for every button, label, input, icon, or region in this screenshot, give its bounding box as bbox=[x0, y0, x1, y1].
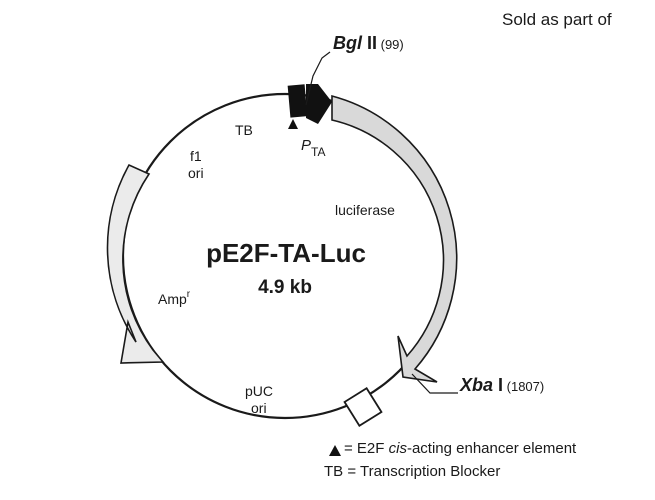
legend-enhancer-rest: -acting enhancer element bbox=[406, 440, 577, 457]
luciferase-label: luciferase bbox=[335, 202, 395, 218]
legend-tb-row: TB = Transcription Blocker bbox=[324, 463, 501, 480]
tb-label: TB bbox=[235, 122, 253, 138]
luciferase-arrow bbox=[331, 94, 458, 383]
ampr-label: Ampr bbox=[158, 289, 191, 307]
f1-ori-label: ori bbox=[188, 165, 204, 181]
xba-i-leader-line bbox=[411, 373, 458, 394]
bgl-ii-label: Bgl II (99) bbox=[333, 33, 404, 53]
legend-enhancer-text: = E2F bbox=[344, 440, 389, 457]
puc-ori-box bbox=[343, 386, 383, 428]
header-text: Sold as part of bbox=[502, 10, 612, 29]
f1-label: f1 bbox=[190, 148, 202, 164]
legend-cis-text: cis bbox=[388, 440, 407, 457]
xba-i-label: Xba I (1807) bbox=[459, 375, 544, 395]
ampr-arrow bbox=[106, 163, 165, 364]
e2f-enhancer-triangle-icon bbox=[288, 119, 298, 129]
transcription-blocker-block bbox=[287, 84, 308, 118]
pta-label: PTA bbox=[301, 137, 325, 159]
plasmid-name: pE2F-TA-Luc bbox=[206, 238, 366, 268]
legend-enhancer-row: = E2F cis-acting enhancer element bbox=[344, 440, 576, 457]
bgl-ii-leader-line bbox=[305, 51, 331, 106]
plasmid-size: 4.9 kb bbox=[258, 277, 312, 298]
legend-triangle-icon bbox=[329, 445, 341, 456]
puc-label: pUC bbox=[245, 383, 273, 399]
pta-promoter-arrow bbox=[306, 84, 332, 124]
puc-ori-label: ori bbox=[251, 400, 267, 416]
